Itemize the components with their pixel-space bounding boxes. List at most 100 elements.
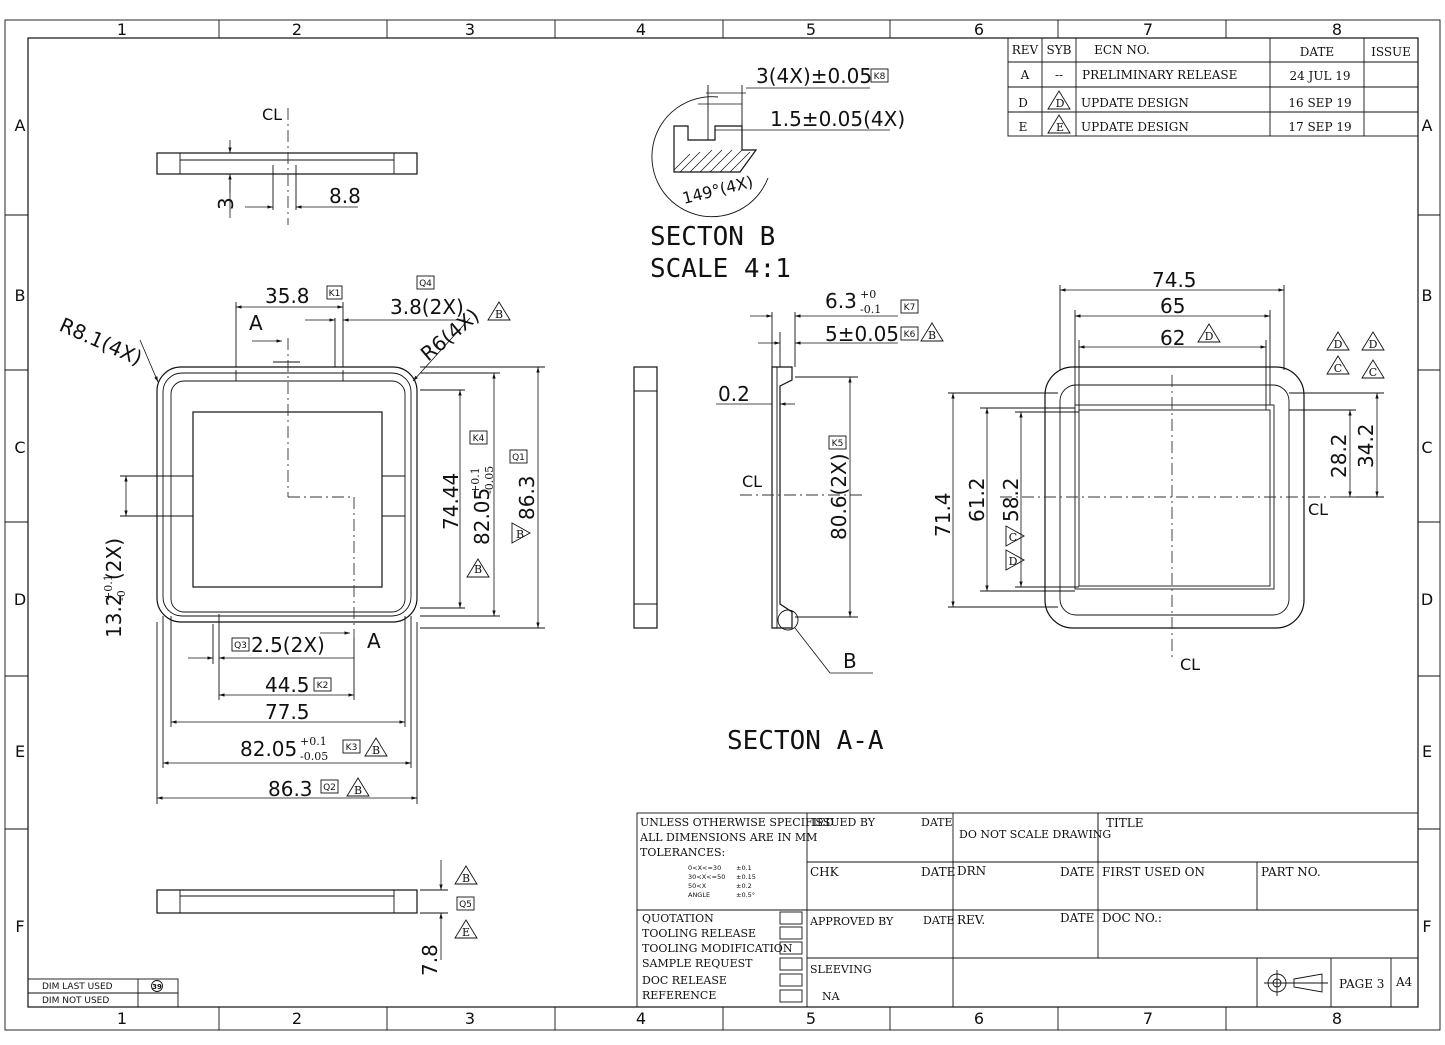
col-label-top-5: 5 xyxy=(806,20,816,39)
right-view: CL CL 74.5 65 62 D D D C C 71.4 61.2 xyxy=(931,268,1385,674)
main-dim-82-05-h: 82.05 xyxy=(240,737,297,761)
rev-row-2-ecn: UPDATE DESIGN xyxy=(1081,96,1189,110)
main-dim-13-2-suffix: (2X) xyxy=(102,538,126,580)
tb-tol-val-2: ±0.15 xyxy=(736,873,756,881)
tb-title-label: TITLE xyxy=(1106,816,1143,830)
main-dim-r8-1: R8.1(4X) xyxy=(56,313,146,371)
tb-status-box-6[interactable] xyxy=(779,989,803,1003)
main-dim-86-3-h-tag: Q2 xyxy=(323,783,336,793)
right-view-dim-65: 65 xyxy=(1160,294,1185,318)
main-dim-13-2: 13.2 xyxy=(102,593,126,638)
title-block: UNLESS OTHERWISE SPECIFIED ALL DIMENSION… xyxy=(27,812,1419,1008)
tb-approved-date: DATE xyxy=(923,914,955,927)
tb-tol-range-3: 50<X xyxy=(688,882,707,890)
rev-mark-d-3 xyxy=(1361,331,1385,351)
rev-mark-b-6-label: B xyxy=(462,872,470,885)
rev-mark-d-4-label: D xyxy=(1009,555,1018,568)
rev-mark-d-4 xyxy=(1005,549,1025,571)
main-section-a-top: A xyxy=(249,311,263,335)
section-aa-dim-6-3-lower: -0.1 xyxy=(860,303,881,316)
rev-row-2-triangle xyxy=(1047,90,1071,110)
tb-status-4: SAMPLE REQUEST xyxy=(642,957,753,970)
tb-sleeving-value: NA xyxy=(822,990,841,1003)
row-label-left-e: E xyxy=(15,742,25,761)
col-label-bottom-7: 7 xyxy=(1143,1009,1153,1028)
row-label-right-a: A xyxy=(1422,116,1433,135)
main-dim-44-5-tag: K2 xyxy=(317,681,329,691)
tb-dim-not-used: DIM NOT USED xyxy=(42,996,109,1006)
rev-mark-b-1 xyxy=(487,301,511,321)
main-dim-2-5: 2.5(2X) xyxy=(251,633,325,657)
tb-tol-range-4: ANGLE xyxy=(688,891,710,899)
section-aa-dim-80-6-tag: K5 xyxy=(832,439,844,449)
bottom-view-q5-tag: Q5 xyxy=(459,900,472,910)
col-label-top-8: 8 xyxy=(1332,20,1342,39)
right-view-cl-right: CL xyxy=(1308,500,1328,519)
tb-sleeving: SLEEVING xyxy=(810,963,872,976)
row-label-right-b: B xyxy=(1422,286,1433,305)
tb-status-box-5[interactable] xyxy=(779,973,803,987)
tb-status-6: REFERENCE xyxy=(642,989,716,1002)
tb-issued-date: DATE xyxy=(921,816,953,829)
rev-row-3-triangle xyxy=(1047,114,1071,134)
rev-mark-e-1-label: E xyxy=(462,926,470,939)
rev-mark-b-5 xyxy=(346,777,370,797)
col-label-top-7: 7 xyxy=(1143,20,1153,39)
tb-rev-date: DATE xyxy=(1060,911,1094,925)
bottom-view-dim-7-8: 7.8 xyxy=(418,944,442,976)
main-dim-74-44: 74.44 xyxy=(439,473,463,530)
rev-mark-b-6 xyxy=(454,865,478,885)
tb-status-box-1[interactable] xyxy=(779,911,803,925)
col-label-top-6: 6 xyxy=(974,20,984,39)
section-aa-dim-6-3-upper: +0 xyxy=(860,288,876,301)
main-dim-35-8: 35.8 xyxy=(265,284,310,308)
col-label-top-1: 1 xyxy=(117,20,127,39)
rev-row-3-ecn: UPDATE DESIGN xyxy=(1081,120,1189,134)
section-aa-view: B 6.3 +0 -0.1 K7 5±0.05 K6 B 0.2 CL 80.6… xyxy=(633,288,944,756)
tb-note-1: UNLESS OTHERWISE SPECIFIED xyxy=(640,816,834,829)
rev-mark-b-2-label: B xyxy=(474,563,482,576)
tb-drn: DRN xyxy=(957,864,986,878)
rev-row-1-syb: -- xyxy=(1055,68,1063,82)
tb-status-box-3[interactable] xyxy=(779,941,803,955)
main-dim-44-5: 44.5 xyxy=(265,673,310,697)
row-label-left-a: A xyxy=(15,116,26,135)
col-label-bottom-2: 2 xyxy=(292,1009,302,1028)
section-aa-dim-5: 5±0.05 xyxy=(825,322,899,346)
rev-row-1-rev: A xyxy=(1020,68,1030,82)
rev-mark-b-7 xyxy=(920,322,944,342)
rev-mark-b-7-label: B xyxy=(928,329,936,342)
main-dim-82-05-h-upper: +0.1 xyxy=(300,735,327,748)
main-dim-3-8: 3.8(2X) xyxy=(390,295,464,319)
top-view: CL 3 8.8 xyxy=(156,105,418,225)
rev-header-rev: REV xyxy=(1012,43,1039,57)
right-view-dim-71-4: 71.4 xyxy=(931,492,955,537)
right-view-dim-62: 62 xyxy=(1160,326,1185,350)
main-dim-3-8-tag: Q4 xyxy=(419,279,432,289)
main-dim-2-5-tag: Q3 xyxy=(234,641,247,651)
rev-row-1-date: 24 JUL 19 xyxy=(1289,69,1350,83)
tb-dim-last-used: DIM LAST USED xyxy=(42,982,113,992)
tb-drn-date: DATE xyxy=(1060,865,1094,879)
main-dim-82-05-h-lower: -0.05 xyxy=(300,750,328,763)
tb-status-1: QUOTATION xyxy=(642,912,714,925)
row-label-right-d: D xyxy=(1421,590,1433,609)
rev-mark-c-1-label: C xyxy=(1334,362,1342,375)
col-label-top-2: 2 xyxy=(292,20,302,39)
section-b-scale: SCALE 4:1 xyxy=(650,254,791,284)
rev-row-2-date: 16 SEP 19 xyxy=(1288,96,1351,110)
outer-border xyxy=(4,19,1441,1031)
section-b-detail: 3(4X)±0.05 K8 1.5±0.05(4X) 149°(4X) SECT… xyxy=(650,64,905,284)
right-view-dim-74-5: 74.5 xyxy=(1152,268,1197,292)
rev-row-1-ecn: PRELIMINARY RELEASE xyxy=(1082,68,1237,82)
tb-status-box-2[interactable] xyxy=(779,926,803,940)
rev-mark-b-4 xyxy=(364,737,388,757)
tb-tol-range-1: 0<X<=30 xyxy=(688,864,721,872)
rev-mark-e-1 xyxy=(454,919,478,939)
rev-row-3-date: 17 SEP 19 xyxy=(1288,120,1351,134)
col-label-bottom-5: 5 xyxy=(806,1009,816,1028)
tb-status-box-4[interactable] xyxy=(779,957,803,971)
section-aa-dim-0-2: 0.2 xyxy=(718,382,750,406)
section-aa-dim-5-tag: K6 xyxy=(904,330,916,340)
projection-symbol-icon xyxy=(1264,970,1328,996)
